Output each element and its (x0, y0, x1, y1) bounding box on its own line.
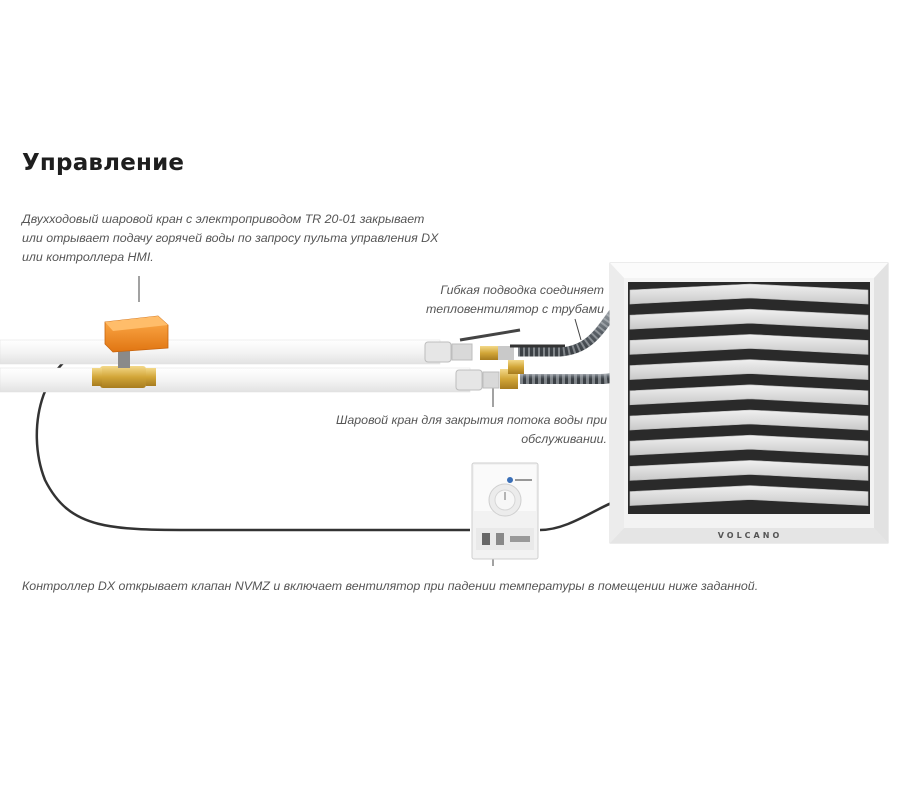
heater-right-bevel (874, 263, 888, 543)
controller-logo-icon (507, 477, 513, 483)
upper-ball-valve-body (424, 341, 452, 363)
switch-2 (496, 533, 504, 545)
controller-switch-panel (476, 528, 534, 550)
ball-valve-assembly (424, 328, 565, 391)
hose-description-line: Гибкая подводка соединяет (440, 283, 604, 297)
upper-ball-valve-nut (451, 343, 473, 361)
heater-louver (629, 308, 869, 330)
heater-unit: VOLCANO (609, 262, 889, 544)
upper-fitting (480, 346, 498, 360)
motorized-valve (92, 315, 169, 388)
valve-description-line: Двухходовый шаровой кран с электропривод… (22, 212, 425, 226)
return-pipe (0, 367, 471, 393)
heater-bottom-bevel (610, 528, 888, 543)
controller-description-line: Контроллер DX открывает клапан NVMZ и вк… (22, 579, 759, 593)
heater-louvers (629, 283, 869, 506)
ball-valve-description-line: обслуживании. (521, 432, 607, 446)
hose-description: Гибкая подводка соединяет тепловентилято… (405, 281, 604, 319)
hose-description-line: тепловентилятор с трубами (425, 302, 604, 316)
upper-valve-handle (459, 328, 521, 342)
valve-nut (92, 368, 102, 386)
heater-louver (629, 434, 869, 456)
hose-pointer-line (574, 318, 582, 341)
heater-left-bevel (610, 263, 624, 543)
heater-brand-label: VOLCANO (718, 531, 783, 540)
heater-louver (629, 334, 869, 355)
control-cable (35, 339, 470, 532)
switch-1 (482, 533, 490, 545)
page-title: Управление (22, 150, 185, 176)
heater-louver (629, 485, 869, 506)
heater-louver (629, 384, 869, 406)
lower-ball-valve-nut (482, 371, 500, 389)
ball-valve-description: Шаровой кран для закрытия потока воды пр… (300, 411, 607, 449)
valve-body (100, 366, 146, 388)
heater-top-bevel (610, 263, 888, 278)
valve-description-line: или отрывает подачу горячей воды по запр… (22, 231, 439, 245)
actuator-top (105, 316, 168, 331)
heater-cable (539, 498, 621, 532)
switch-3 (510, 536, 530, 542)
supply-pipe (0, 339, 441, 365)
lower-flex-hose (520, 369, 626, 384)
dx-controller (471, 462, 539, 560)
heater-louver (629, 359, 869, 380)
valve-nut (146, 368, 156, 386)
lower-fitting-top (508, 360, 524, 374)
valve-stem (118, 350, 130, 368)
valve-description: Двухходовый шаровой кран с электропривод… (22, 210, 438, 267)
upper-connector (498, 346, 514, 360)
heater-louver (629, 409, 869, 431)
controller-description: Контроллер DX открывает клапан NVMZ и вк… (22, 577, 758, 596)
valve-description-line: или контроллера HMI. (22, 250, 154, 264)
heater-louver (629, 460, 869, 481)
heater-louver (629, 283, 869, 305)
ball-valve-description-line: Шаровой кран для закрытия потока воды пр… (336, 413, 607, 427)
lower-ball-valve-body (455, 369, 483, 391)
